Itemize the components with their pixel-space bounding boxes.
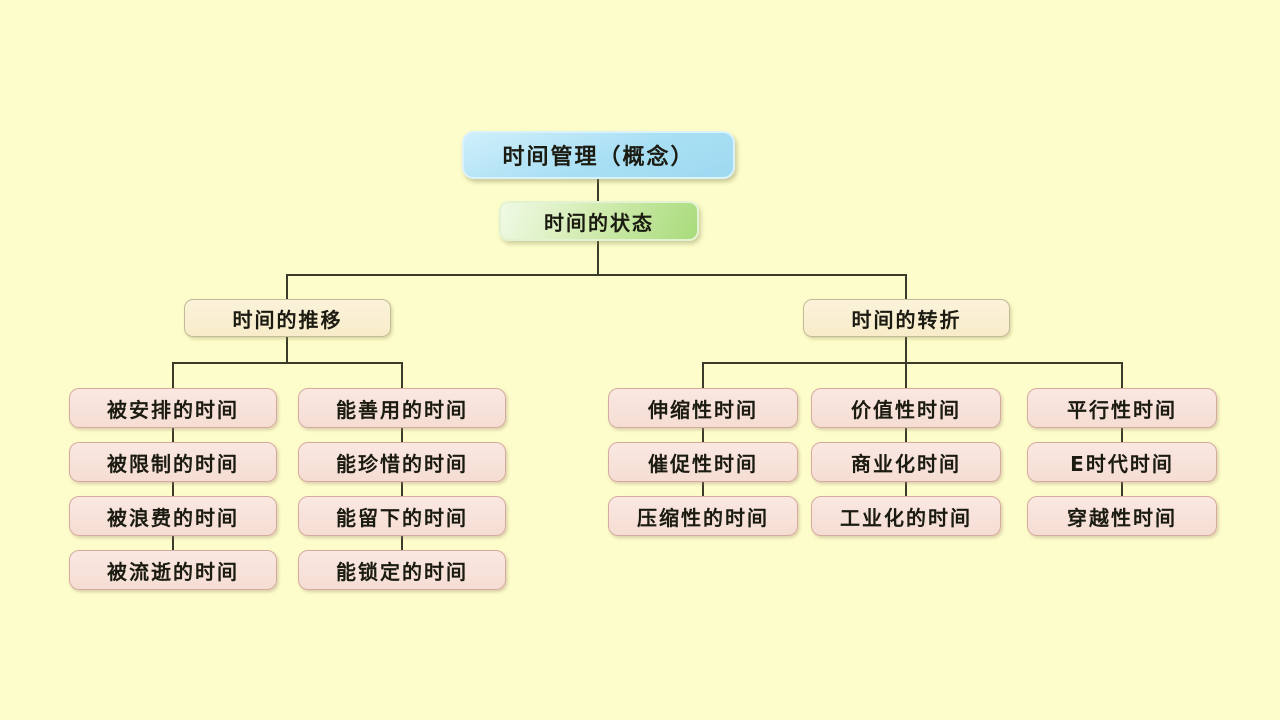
connector-line [172, 428, 174, 442]
connector-line [905, 428, 907, 442]
connector-line [597, 179, 599, 201]
connector-line [702, 428, 704, 442]
node-leaf: 被限制的时间 [69, 442, 277, 482]
connector-line [597, 241, 599, 276]
connector-line [702, 362, 704, 388]
node-branch-left: 时间的推移 [184, 299, 391, 337]
connector-line [286, 274, 288, 299]
node-leaf: 平行性时间 [1027, 388, 1217, 428]
connector-line [905, 482, 907, 496]
connector-line [401, 428, 403, 442]
node-leaf: 压缩性的时间 [608, 496, 798, 536]
node-leaf: 能留下的时间 [298, 496, 506, 536]
connector-line [1121, 362, 1123, 388]
connector-line [286, 337, 288, 364]
connector-line [401, 482, 403, 496]
node-leaf: 催促性时间 [608, 442, 798, 482]
connector-line [1121, 482, 1123, 496]
node-root-title: 时间管理（概念） [462, 131, 735, 179]
connector-line [172, 362, 403, 364]
connector-line [702, 362, 1123, 364]
node-leaf: 伸缩性时间 [608, 388, 798, 428]
node-leaf: 工业化的时间 [811, 496, 1001, 536]
connector-line [401, 362, 403, 388]
node-leaf: 能珍惜的时间 [298, 442, 506, 482]
connector-line [1121, 428, 1123, 442]
connector-line [172, 482, 174, 496]
node-leaf: E时代时间 [1027, 442, 1217, 482]
node-leaf: 被浪费的时间 [69, 496, 277, 536]
node-leaf: 商业化时间 [811, 442, 1001, 482]
node-leaf: 价值性时间 [811, 388, 1001, 428]
connector-line [702, 482, 704, 496]
node-leaf: 能锁定的时间 [298, 550, 506, 590]
node-leaf: 被流逝的时间 [69, 550, 277, 590]
connector-line [401, 536, 403, 550]
connector-line [905, 274, 907, 299]
node-branch-right: 时间的转折 [803, 299, 1010, 337]
node-leaf: 穿越性时间 [1027, 496, 1217, 536]
node-leaf: 能善用的时间 [298, 388, 506, 428]
connector-line [172, 536, 174, 550]
connector-line [172, 362, 174, 388]
node-time-state: 时间的状态 [499, 201, 699, 241]
connector-line [286, 274, 907, 276]
node-leaf: 被安排的时间 [69, 388, 277, 428]
